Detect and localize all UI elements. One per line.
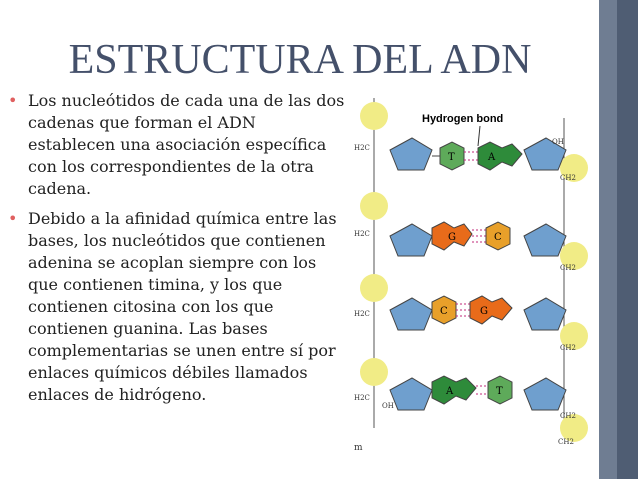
dna-diagram: T A G C C G A T Hydrogen bond H2C H2C [354,98,588,453]
sugar-icon [389,377,433,411]
phosphate-icon [560,242,588,270]
base-letter: G [480,306,488,317]
base-g-icon [431,221,473,251]
base-pair-row: C G [389,295,567,331]
base-a-icon [477,141,523,171]
strand-label: OH [552,138,564,146]
base-pair-row: G C [389,221,567,257]
phosphate-icon [560,414,588,442]
strand-label: H2C [354,310,370,318]
sidebar-accent [599,0,617,479]
strand-label: H2C [354,230,370,238]
sugar-icon [523,377,567,411]
phosphate-icon [360,192,388,220]
bullet-dot: • [8,91,18,110]
sidebar-accent-dark [617,0,638,479]
bullet-item: • Debido a la afinidad química entre las … [8,208,348,406]
strand-label: OH [382,402,394,410]
phosphate-icon [360,102,388,130]
base-letter: C [494,232,502,243]
base-pair-row: T A [389,137,567,171]
base-letter: G [448,232,456,243]
base-pair-row: A T [389,375,567,411]
phosphate-icon [560,154,588,182]
sugar-icon [389,137,433,171]
phosphate-icon [560,322,588,350]
sugar-icon [523,223,567,257]
base-g-icon [469,295,513,325]
bullet-list: • Los nucleótidos de cada una de las dos … [8,90,348,414]
strand-label: CH2 [560,264,576,272]
sugar-icon [389,297,433,331]
phosphate-icon [360,274,388,302]
base-t-icon [439,141,465,171]
bullet-text: Los nucleótidos de cada una de las dos c… [28,91,345,198]
strand-label: CH2 [560,412,576,420]
phosphate-icon [360,358,388,386]
strand-label: CH2 [560,174,576,182]
base-letter: T [448,152,455,163]
strand-label: CH2 [560,344,576,352]
hydrogen-bond-label: Hydrogen bond [422,113,503,125]
bullet-item: • Los nucleótidos de cada una de las dos … [8,90,348,200]
base-c-icon [431,295,457,325]
base-letter: C [440,306,448,317]
slide-title: ESTRUCTURA DEL ADN [68,37,532,83]
sugar-icon [389,223,433,257]
bullet-dot: • [8,209,18,228]
bullet-text: Debido a la afinidad química entre las b… [28,209,337,404]
strand-label: CH2 [558,438,574,446]
watermark-label: m [354,443,363,453]
base-c-icon [485,221,511,251]
base-a-icon [431,375,477,405]
base-letter: A [445,386,454,397]
base-letter: A [487,152,496,163]
strand-label: H2C [354,144,370,152]
strand-label: H2C [354,394,370,402]
base-t-icon [487,375,513,405]
base-letter: T [496,386,503,397]
sugar-icon [523,137,567,171]
sugar-icon [523,297,567,331]
